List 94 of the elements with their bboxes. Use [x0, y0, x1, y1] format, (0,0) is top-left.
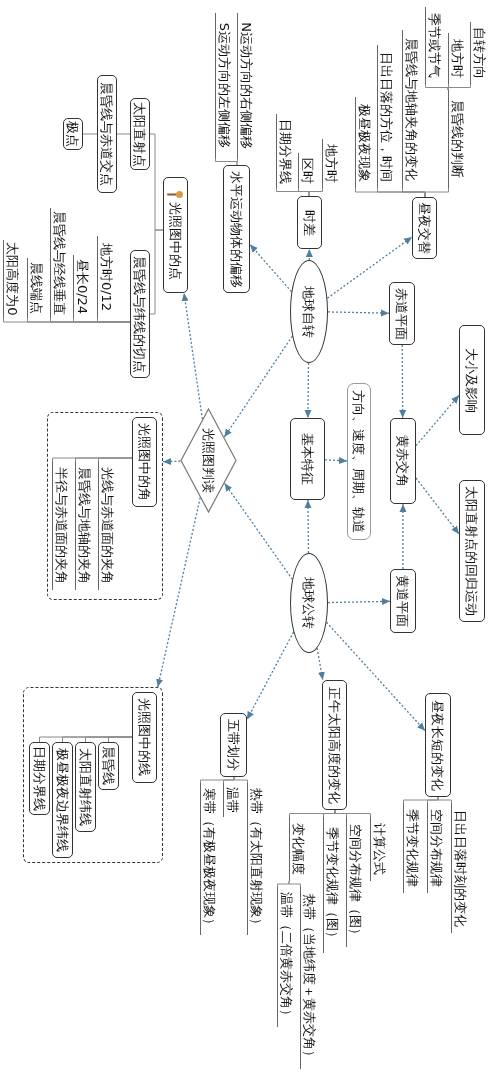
decision-diamond: 光照图判读 — [180, 408, 237, 513]
dotted-arrow — [223, 335, 293, 438]
subtopic-label: 热带（当地纬度＋黄赤交角） — [300, 887, 316, 1069]
subtopic-label: 晨昏线与经线垂直 — [50, 208, 66, 318]
topic-box: 昼夜交替 — [412, 197, 437, 259]
dotted-arrow — [327, 309, 390, 317]
subtopic-label: 晨线端点 — [27, 258, 43, 318]
dotted-arrow — [415, 477, 460, 535]
topic-box: 黄道平面 — [390, 569, 416, 633]
subtopic-label: 温带 — [223, 783, 239, 817]
connector-line — [289, 809, 336, 818]
dotted-arrow — [324, 457, 348, 464]
connector-line — [277, 880, 290, 888]
dashed-boundary — [23, 687, 163, 863]
connector-line — [3, 317, 131, 323]
topic-text: 光照图中的点 — [168, 201, 183, 280]
topic-ellipse: 地球自转 — [290, 260, 328, 363]
dotted-arrow — [304, 362, 312, 419]
subtopic-label: 温带（二倍黄赤交角） — [277, 887, 293, 1027]
connector-line — [233, 776, 248, 784]
dotted-arrow — [246, 631, 295, 721]
connector-line — [116, 133, 131, 135]
topic-box: 晨昏线 — [98, 741, 120, 790]
topic-box: 水平运动物体的偏移 — [223, 165, 250, 293]
topic-box — [163, 177, 188, 293]
dotted-arrow — [399, 503, 407, 570]
dotted-arrow — [181, 292, 204, 420]
dashed-boundary — [47, 412, 163, 600]
subtopic-label: N运动方向的右侧偏移 — [237, 13, 253, 158]
topic-box: 太阳直射点的回归运动 — [459, 480, 485, 622]
connector-line — [215, 157, 238, 166]
topic-box: 晨昏线与纬线的切点 — [130, 250, 150, 378]
topic-box: 方向、速度、周期、轨道 — [347, 383, 371, 540]
subtopic-label: 晨昏线的判断 — [448, 90, 464, 188]
dotted-arrow — [326, 236, 413, 299]
connector-line — [447, 83, 471, 91]
subtopic-label: S运动方向的左侧偏移 — [215, 13, 231, 158]
dotted-arrow — [304, 499, 312, 554]
connector-line — [200, 776, 235, 784]
subtopic-label: 空间分布规律 — [427, 803, 443, 893]
dotted-arrow — [327, 597, 391, 605]
connector-line — [403, 796, 439, 804]
subtopic-label: 日期分界线 — [276, 114, 292, 188]
topic-box: 正午太阳高度的变化 — [322, 680, 347, 810]
topic-box: 五带划分 — [220, 713, 247, 777]
dotted-arrow — [223, 482, 293, 580]
topic-ellipse: 地球公转 — [290, 553, 328, 653]
subtopic-label: 日出日落的方位，时间 — [377, 45, 393, 188]
subtopic-label: 计算公式 — [370, 817, 386, 881]
topic-box: 基本特征 — [290, 418, 325, 500]
subtopic-label: 季节或节气 — [425, 7, 441, 84]
subtopic-label: 季节变化规律 — [403, 803, 419, 893]
topic-box: 光照图中的线 — [132, 691, 158, 783]
topic-box: 晨昏线与赤道交点 — [97, 75, 117, 193]
dotted-arrow — [162, 457, 182, 465]
topic-box: 太阳直射纬线 — [75, 741, 97, 832]
topic-box: 极点 — [63, 118, 83, 150]
subtopic-label: 热带（有太阳直射现象） — [247, 783, 263, 935]
subtopic-label: 自转方向 — [470, 22, 486, 84]
subtopic-label: 地方时0/12 — [97, 236, 113, 318]
subtopic-label: 晨昏线与地轴夹角的变化 — [402, 30, 418, 188]
dotted-arrow — [399, 344, 407, 419]
connector-line — [355, 187, 426, 198]
topic-box: 光照图中的角 — [132, 416, 158, 507]
topic-box: 大小及影响 — [459, 325, 485, 435]
subtopic-label: 极昼极夜现象 — [355, 97, 371, 188]
subtopic-label: 区时 — [298, 153, 314, 188]
connector-line — [39, 736, 133, 743]
connector-line — [82, 133, 98, 135]
connector-line — [437, 796, 452, 804]
subtopic-label: 地方时 — [322, 139, 338, 188]
topic-box: 黄赤交角 — [390, 418, 416, 504]
subtopic-label: 寒带（有极昼极夜现象） — [200, 783, 216, 935]
subtopic-label: 太阳高度为0 — [3, 240, 19, 318]
subtopic-label: 空间分布规律（图） — [346, 817, 362, 947]
subtopic-label: 季节变化规律（图） — [323, 817, 339, 953]
connector-line — [276, 187, 310, 197]
subtopic-label: 变化幅度 — [289, 817, 305, 881]
subtopic-label: 地方时 — [448, 33, 464, 84]
topic-box: 昼夜长短的变化 — [425, 693, 451, 797]
topic-box: 时差 — [297, 196, 322, 249]
topic-box: 日期分界线 — [29, 741, 51, 815]
topic-box: 太阳直射点 — [130, 98, 150, 170]
subtopic-label: 昼长0/24 — [73, 255, 89, 318]
connector-line — [288, 880, 301, 888]
topic-box: 赤道平面 — [389, 282, 415, 345]
connector-line — [425, 83, 449, 91]
topic-box: 极昼极夜边界纬线 — [52, 741, 74, 858]
subtopic-label: 日出日落时刻的变化 — [451, 803, 467, 933]
connector-line — [149, 229, 164, 315]
connector-line — [52, 457, 133, 463]
dotted-arrow — [305, 248, 313, 261]
dotted-arrow — [415, 394, 460, 447]
dotted-arrow — [316, 647, 325, 681]
